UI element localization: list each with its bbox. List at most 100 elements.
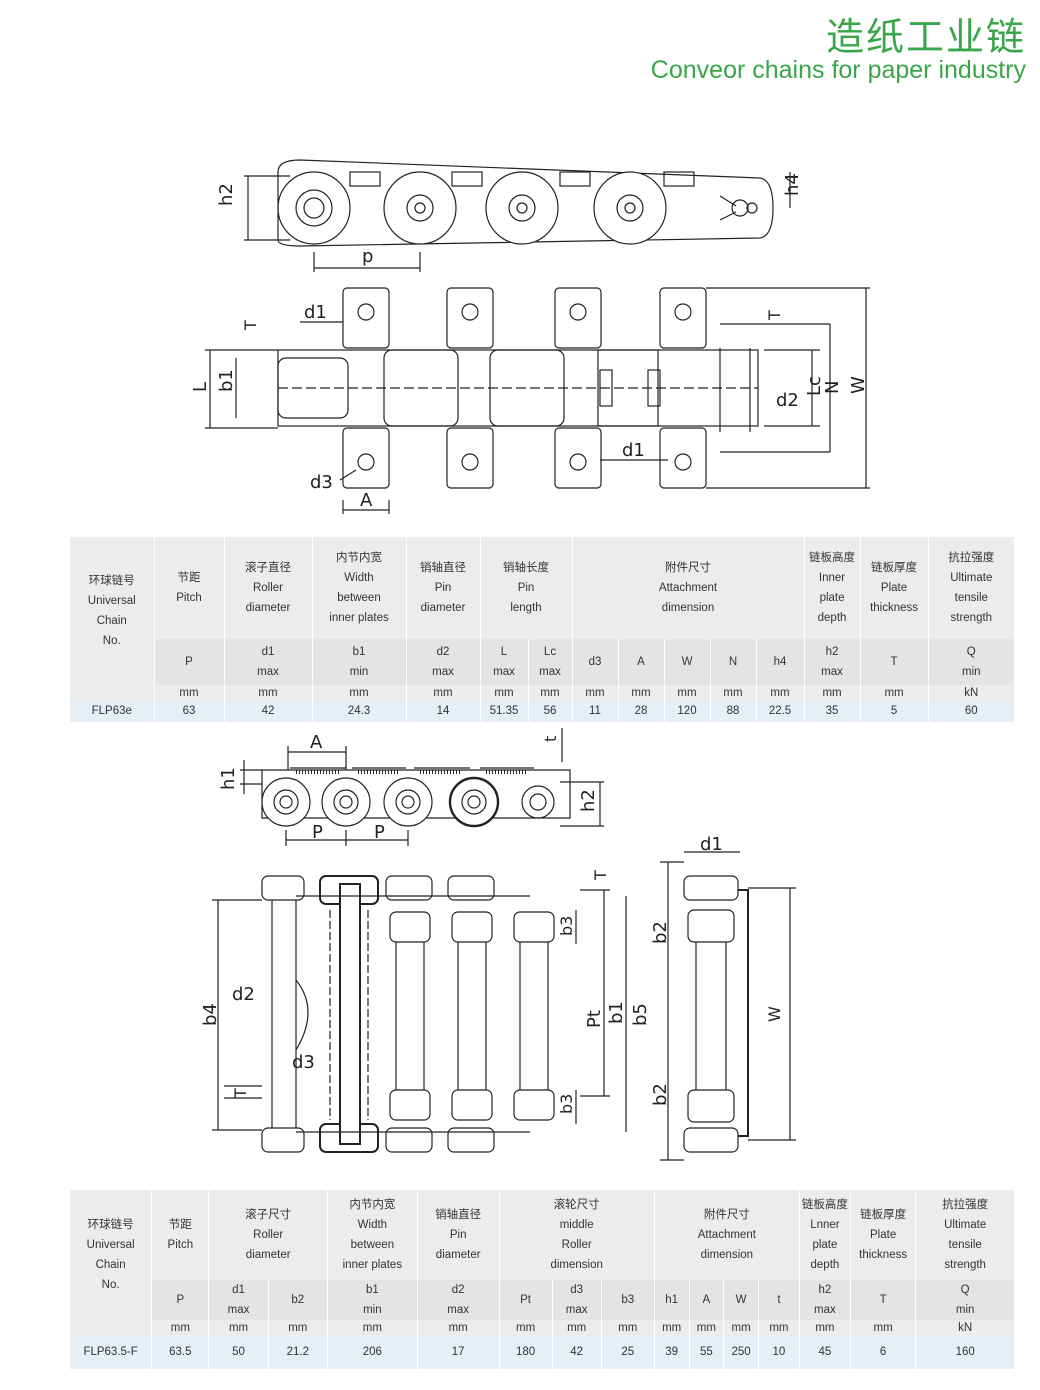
unit-cell: mm bbox=[756, 685, 805, 700]
value-cell: 50 bbox=[208, 1335, 269, 1369]
symbol-cell: A bbox=[689, 1280, 725, 1320]
unit-cell: mm bbox=[804, 685, 861, 700]
unit-cell: mm bbox=[499, 1320, 553, 1335]
value-cell: 24.3 bbox=[312, 700, 407, 722]
unit-cell: mm bbox=[327, 1320, 418, 1335]
value-cell: 10 bbox=[758, 1335, 800, 1369]
unit-cell: mm bbox=[758, 1320, 800, 1335]
value-cell: 17 bbox=[417, 1335, 500, 1369]
dim-label: d3 bbox=[310, 472, 333, 493]
symbol-cell: h4 bbox=[756, 639, 805, 685]
value-cell: 55 bbox=[689, 1335, 725, 1369]
value-cell: 63.5 bbox=[151, 1335, 210, 1369]
value-cell: 14 bbox=[406, 700, 481, 722]
value-cell: 60 bbox=[928, 700, 1015, 722]
symbol-cell: Pt bbox=[499, 1280, 553, 1320]
unit-cell: mm bbox=[268, 1320, 328, 1335]
unit-cell: mm bbox=[480, 685, 529, 700]
dim-label: h2 bbox=[216, 183, 237, 206]
unit-cell: mm bbox=[528, 685, 573, 700]
dim-label: d1 bbox=[700, 834, 723, 855]
symbol-cell: b2 bbox=[268, 1280, 328, 1320]
value-cell: 160 bbox=[915, 1335, 1014, 1369]
symbol-cell: T bbox=[850, 1280, 917, 1320]
symbol-cell: d3 bbox=[572, 639, 619, 685]
dim-label: h1 bbox=[218, 767, 239, 790]
value-cell: 180 bbox=[499, 1335, 553, 1369]
dim-label: d1 bbox=[622, 440, 645, 461]
value-cell: 42 bbox=[224, 700, 313, 722]
value-cell: 35 bbox=[804, 700, 861, 722]
dim-label: P bbox=[374, 822, 385, 843]
symbol-cell: W bbox=[664, 639, 711, 685]
value-cell: 21.2 bbox=[268, 1335, 328, 1369]
value-cell: 120 bbox=[664, 700, 711, 722]
value-cell: 250 bbox=[723, 1335, 759, 1369]
dim-label: b5 bbox=[630, 1003, 651, 1026]
dim-label: h4 bbox=[782, 173, 803, 196]
dim-label: T bbox=[591, 870, 610, 881]
table-row: FLP63e 63 42 24.3 14 51.35 56 11 28 120 … bbox=[70, 700, 1015, 722]
page-title-english: Conveor chains for paper industry bbox=[650, 56, 1026, 84]
unit-cell: mm bbox=[552, 1320, 602, 1335]
unit-cell: mm bbox=[654, 1320, 690, 1335]
symbol-cell: W bbox=[723, 1280, 759, 1320]
value-cell: 42 bbox=[552, 1335, 602, 1369]
value-cell: 22.5 bbox=[756, 700, 805, 722]
dim-label: t bbox=[541, 736, 560, 742]
value-cell: 11 bbox=[572, 700, 619, 722]
value-cell: 39 bbox=[654, 1335, 690, 1369]
chain-number-cell: FLP63.5-F bbox=[70, 1335, 153, 1369]
value-cell: 5 bbox=[860, 700, 929, 722]
dim-label: T bbox=[231, 1088, 250, 1099]
value-cell: 56 bbox=[528, 700, 573, 722]
symbol-cell: b3 bbox=[601, 1280, 655, 1320]
unit-cell: mm bbox=[208, 1320, 269, 1335]
unit-cell: kN bbox=[928, 685, 1015, 700]
unit-cell: mm bbox=[312, 685, 407, 700]
value-cell: 206 bbox=[327, 1335, 418, 1369]
dim-label: T bbox=[765, 310, 784, 321]
unit-cell: mm bbox=[689, 1320, 725, 1335]
value-cell: 25 bbox=[601, 1335, 655, 1369]
value-cell: 28 bbox=[618, 700, 665, 722]
dim-label: W bbox=[848, 376, 869, 394]
dim-label: p bbox=[362, 246, 373, 267]
unit-cell: mm bbox=[618, 685, 665, 700]
symbol-cell: P bbox=[151, 1280, 210, 1320]
unit-cell: mm bbox=[799, 1320, 851, 1335]
dim-label: W bbox=[765, 1006, 784, 1022]
dim-label: L bbox=[190, 382, 211, 392]
unit-cell: kN bbox=[915, 1320, 1014, 1335]
dim-label: h2 bbox=[578, 789, 599, 812]
dim-label: d2 bbox=[776, 390, 799, 411]
chain-number-cell: FLP63e bbox=[70, 700, 155, 722]
value-cell: 51.35 bbox=[480, 700, 529, 722]
value-cell: 63 bbox=[154, 700, 225, 722]
